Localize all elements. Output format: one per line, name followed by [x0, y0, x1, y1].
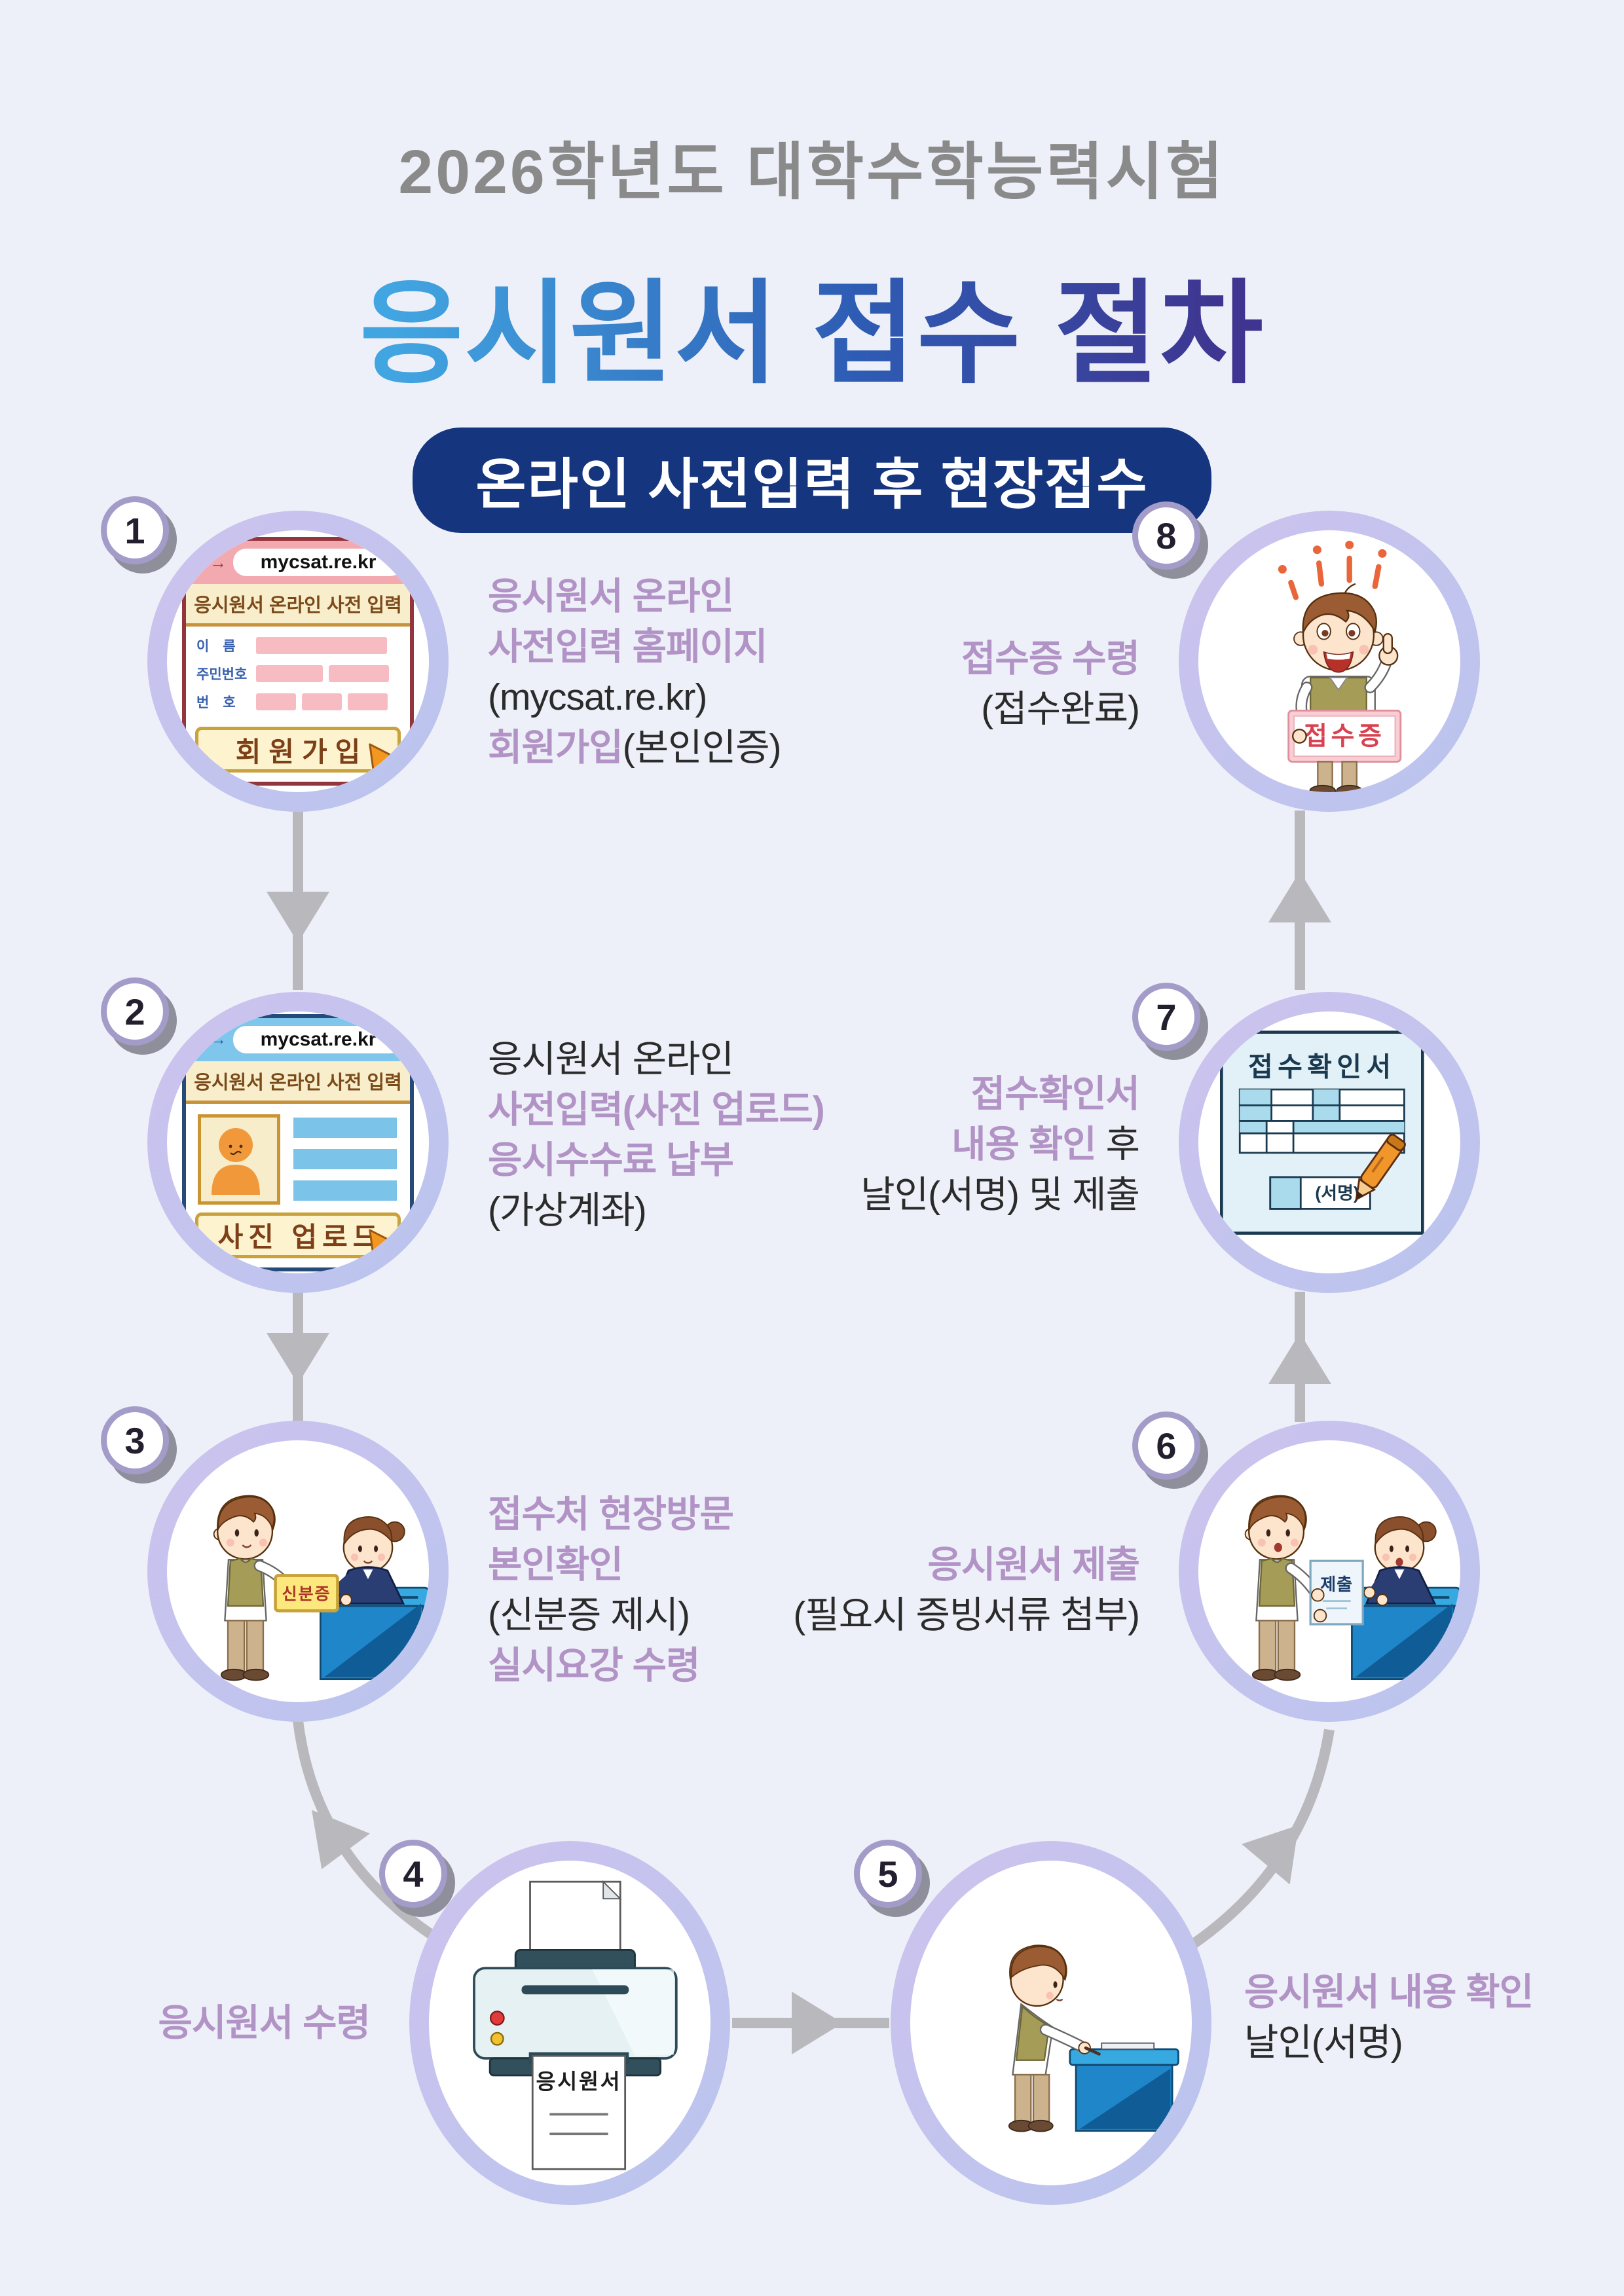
step5-circle	[891, 1841, 1211, 2205]
photo-upload-browser-mockup: ←→ mycsat.re.kr 응시원서 온라인 사전 입력	[182, 1013, 414, 1271]
pencil-icon	[1355, 1133, 1406, 1201]
step1-number-badge: 1	[101, 496, 169, 564]
step7-circle: 접수확인서 (서명)	[1179, 992, 1480, 1293]
subtitle-pill: 온라인 사전입력 후 현장접수	[413, 428, 1211, 533]
mouse-cursor-icon	[369, 743, 397, 776]
arrowhead-down-1	[267, 892, 329, 943]
step6-number-badge: 6	[1132, 1412, 1200, 1480]
step1-circle: ←→ mycsat.re.kr 응시원서 온라인 사전 입력 이 름 주민번호 …	[147, 511, 449, 812]
arrowhead-down-2	[267, 1333, 329, 1384]
number-field3	[348, 693, 388, 710]
browser-header: ←→ mycsat.re.kr	[186, 541, 410, 584]
page-title: 응시원서 접수 절차	[360, 242, 1264, 405]
step8-circle: 접수증	[1179, 511, 1480, 812]
step1-description: 응시원서 온라인 사전입력 홈페이지 (mycsat.re.kr) 회원가입(본…	[488, 575, 781, 769]
step3-number-badge: 3	[101, 1406, 169, 1474]
id-card-label: 신분증	[282, 1585, 331, 1603]
arrowhead-right-4	[792, 1992, 843, 2054]
address-bar: mycsat.re.kr	[233, 1025, 403, 1053]
browser-nav-arrows-icon: ←→	[193, 552, 227, 572]
name-field	[256, 637, 387, 654]
arrowhead-up-7	[1268, 871, 1331, 922]
browser-header: ←→ mycsat.re.kr	[186, 1017, 410, 1061]
step3-description: 접수처 현장방문 본인확인 (신분증 제시) 실시요강 수령	[488, 1493, 734, 1686]
resident-no-field-label: 주민번호	[196, 667, 248, 682]
step3-circle: 신분증	[147, 1421, 449, 1722]
form-field-bars	[293, 1118, 397, 1201]
printer-illustration: 응시원서	[473, 1880, 678, 2170]
step6-circle: 제출	[1179, 1421, 1480, 1722]
resident-no-field	[256, 665, 323, 682]
step4-number-badge: 4	[379, 1840, 447, 1908]
browser-nav-arrows-icon: ←→	[193, 1029, 227, 1049]
mouse-cursor-icon	[369, 1228, 397, 1262]
form-title-bar: 응시원서 온라인 사전 입력	[186, 584, 410, 627]
person-photo-icon	[212, 1127, 260, 1195]
number-field	[256, 693, 296, 710]
arrowhead-diag-3	[311, 1810, 370, 1869]
number-field2	[302, 693, 342, 710]
step5-description: 응시원서 내용 확인 날인(서명)	[1244, 1971, 1534, 2064]
step8-description: 접수증 수령 (접수완료)	[961, 638, 1140, 730]
signature-label: (서명)	[1315, 1184, 1359, 1203]
step4-circle: 응시원서	[409, 1841, 730, 2205]
step4-description: 응시원서 수령	[158, 2002, 371, 2044]
photo-upload-button-label: 사진 업로드	[217, 1222, 384, 1252]
printed-doc-label: 응시원서	[536, 2069, 621, 2093]
photo-upload-button[interactable]: 사진 업로드	[195, 1212, 401, 1262]
photo-placeholder	[198, 1114, 280, 1205]
confirmation-doc-title: 접수확인서	[1248, 1052, 1395, 1082]
step7-description: 접수확인서 내용 확인 후 날인(서명) 및 제출	[860, 1073, 1140, 1216]
step6-description: 응시원서 제출 (필요시 증빙서류 첨부)	[793, 1544, 1140, 1636]
number-field-label: 번 호	[196, 695, 236, 710]
signup-button[interactable]: 회원가입	[195, 727, 401, 776]
id-check-illustration: 신분증	[213, 1495, 429, 1681]
step8-number-badge: 8	[1132, 501, 1200, 570]
step2-description: 응시원서 온라인 사전입력(사진 업로드) 응시수수료 납부 (가상계좌)	[488, 1038, 825, 1231]
address-bar: mycsat.re.kr	[233, 549, 403, 576]
header: 2026학년도 대학수학능력시험 응시원서 접수 절차 온라인 사전입력 후 현…	[0, 122, 1624, 533]
step2-circle: ←→ mycsat.re.kr 응시원서 온라인 사전 입력	[147, 992, 449, 1293]
resident-no-field2	[329, 665, 389, 682]
signup-button-label: 회원가입	[235, 736, 369, 767]
signup-form: 이 름 주민번호 번 호	[186, 627, 410, 723]
signup-browser-mockup: ←→ mycsat.re.kr 응시원서 온라인 사전 입력 이 름 주민번호 …	[182, 537, 414, 786]
arrowhead-up-6	[1268, 1333, 1331, 1384]
submit-illustration: 제출	[1244, 1495, 1460, 1681]
receipt-sign-label: 접수증	[1304, 722, 1386, 750]
name-field-label: 이 름	[196, 639, 236, 654]
id-card	[274, 1574, 339, 1613]
photo-upload-form	[186, 1104, 410, 1209]
arrow-curve-5-6	[1187, 1728, 1335, 1951]
receipt-complete-illustration: 접수증	[1278, 540, 1402, 792]
step7-number-badge: 7	[1132, 983, 1200, 1051]
step2-number-badge: 2	[101, 977, 169, 1046]
exam-year-subtitle: 2026학년도 대학수학능력시험	[398, 137, 1226, 207]
submit-doc-label: 제출	[1320, 1575, 1353, 1594]
arrowhead-diag-5	[1242, 1825, 1299, 1885]
step5-number-badge: 5	[854, 1840, 922, 1908]
confirmation-doc-illustration: 접수확인서 (서명)	[1220, 1030, 1424, 1235]
form-title-bar: 응시원서 온라인 사전 입력	[186, 1061, 410, 1104]
signing-illustration	[1008, 1944, 1179, 2132]
